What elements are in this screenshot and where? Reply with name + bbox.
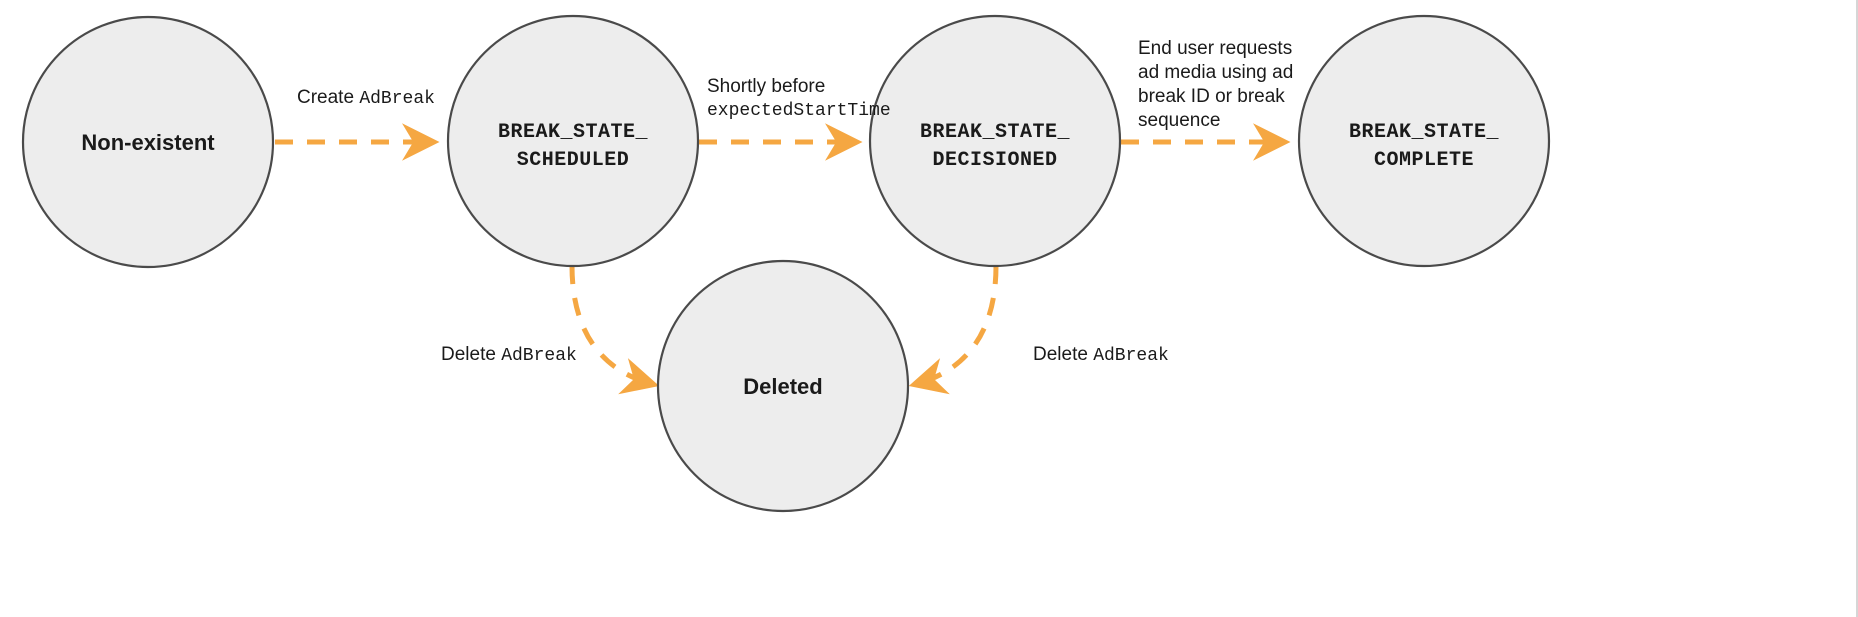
- edge-label-end-user-requests-line1: End user requests: [1138, 38, 1292, 59]
- edge-label-delete-adbreak-left: Delete AdBreak: [441, 344, 577, 366]
- edge-label-shortly-before: Shortly before: [707, 76, 825, 97]
- node-circle[interactable]: [1297, 14, 1551, 268]
- edge-label-text: Delete: [441, 344, 501, 365]
- node-circle[interactable]: [446, 14, 700, 268]
- node-label-deleted: Deleted: [743, 374, 822, 399]
- edge-label-text: Delete: [1033, 344, 1093, 365]
- node-label-break-state-complete-line1: BREAK_STATE_: [1349, 121, 1500, 144]
- node-circle[interactable]: [21, 15, 275, 269]
- edge-label-code: AdBreak: [501, 346, 577, 366]
- node-label-break-state-scheduled-line2: SCHEDULED: [517, 149, 630, 172]
- edge-label-text: Create: [297, 87, 359, 108]
- edge-label-delete-adbreak-right: Delete AdBreak: [1033, 344, 1169, 366]
- edge-label-code: AdBreak: [1093, 346, 1169, 366]
- node-break-state-complete[interactable]: BREAK_STATE_ COMPLETE: [1297, 14, 1551, 268]
- edge-label-code: AdBreak: [359, 89, 435, 109]
- edge-label-end-user-requests-line3: break ID or break: [1138, 86, 1285, 107]
- node-circle[interactable]: [656, 259, 910, 513]
- node-label-break-state-decisioned-line2: DECISIONED: [932, 149, 1057, 172]
- edge-label-expected-start-time: expectedStartTime: [707, 101, 891, 121]
- node-label-break-state-decisioned-line1: BREAK_STATE_: [920, 121, 1071, 144]
- node-label-non-existent: Non-existent: [81, 130, 215, 155]
- edges-layer: [275, 123, 1291, 395]
- node-circle[interactable]: [868, 14, 1122, 268]
- edge-delete-adbreak-from-scheduled: [569, 265, 660, 395]
- node-break-state-decisioned[interactable]: BREAK_STATE_ DECISIONED: [868, 14, 1122, 268]
- node-label-break-state-scheduled-line1: BREAK_STATE_: [498, 121, 649, 144]
- node-deleted[interactable]: Deleted: [656, 259, 910, 513]
- edge-label-create-adbreak: Create AdBreak: [297, 87, 435, 109]
- edge-label-end-user-requests-line2: ad media using ad: [1138, 62, 1293, 83]
- edge-delete-adbreak-from-decisioned: [908, 265, 999, 395]
- node-label-break-state-complete-line2: COMPLETE: [1374, 149, 1474, 172]
- node-non-existent[interactable]: Non-existent: [21, 15, 275, 269]
- right-edge-divider: [1856, 0, 1858, 617]
- edge-label-end-user-requests-line4: sequence: [1138, 110, 1220, 131]
- edge-labels-layer: Create AdBreak Shortly before expectedSt…: [297, 38, 1293, 366]
- node-break-state-scheduled[interactable]: BREAK_STATE_ SCHEDULED: [446, 14, 700, 268]
- nodes-layer: Non-existent BREAK_STATE_ SCHEDULED BREA…: [21, 14, 1551, 513]
